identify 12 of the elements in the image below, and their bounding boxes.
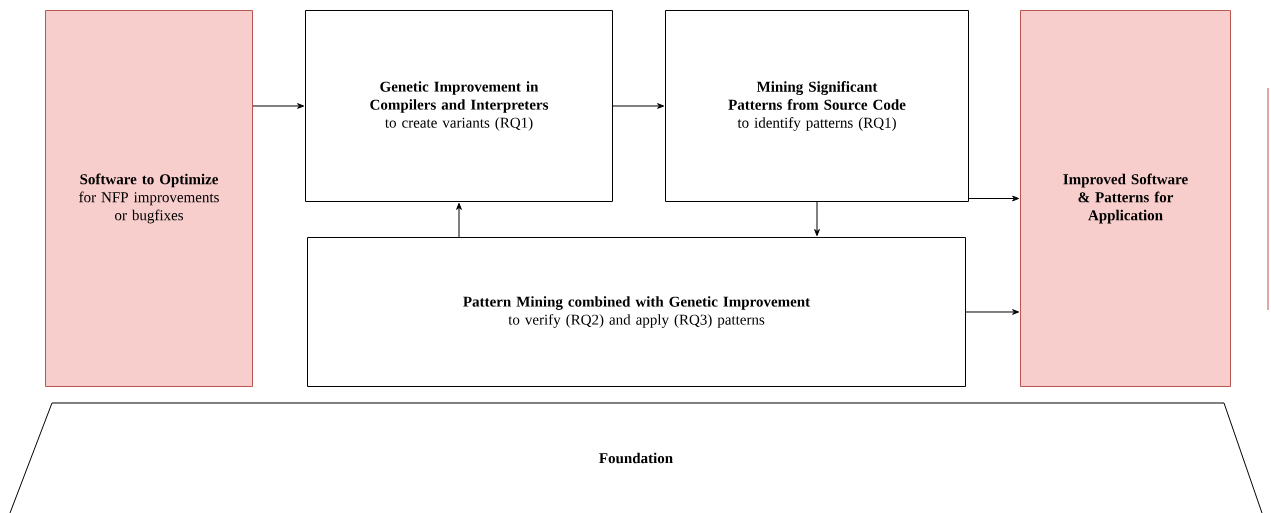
process-box: Mining Significant Patterns from Source Code to identify patterns (RQ1) <box>665 10 969 202</box>
foundation-trapezoid: Foundation <box>9 402 1263 513</box>
arrow <box>968 195 1020 202</box>
arrow <box>252 103 305 109</box>
arrow <box>456 202 462 238</box>
arrow <box>965 309 1020 315</box>
process-box: Improved Software & Patterns for Application <box>1020 10 1231 387</box>
arrow <box>814 201 820 237</box>
process-box: Software to Optimize for NFP improvements or bugfixes <box>45 10 253 387</box>
arrow <box>612 103 665 109</box>
process-box: Pattern Mining combined with Genetic Improvement to verify (RQ2) and apply (RQ3) patterns <box>307 237 966 387</box>
process-box: Genetic Improvement in Compilers and Interpreters to create variants (RQ1) <box>305 10 613 202</box>
